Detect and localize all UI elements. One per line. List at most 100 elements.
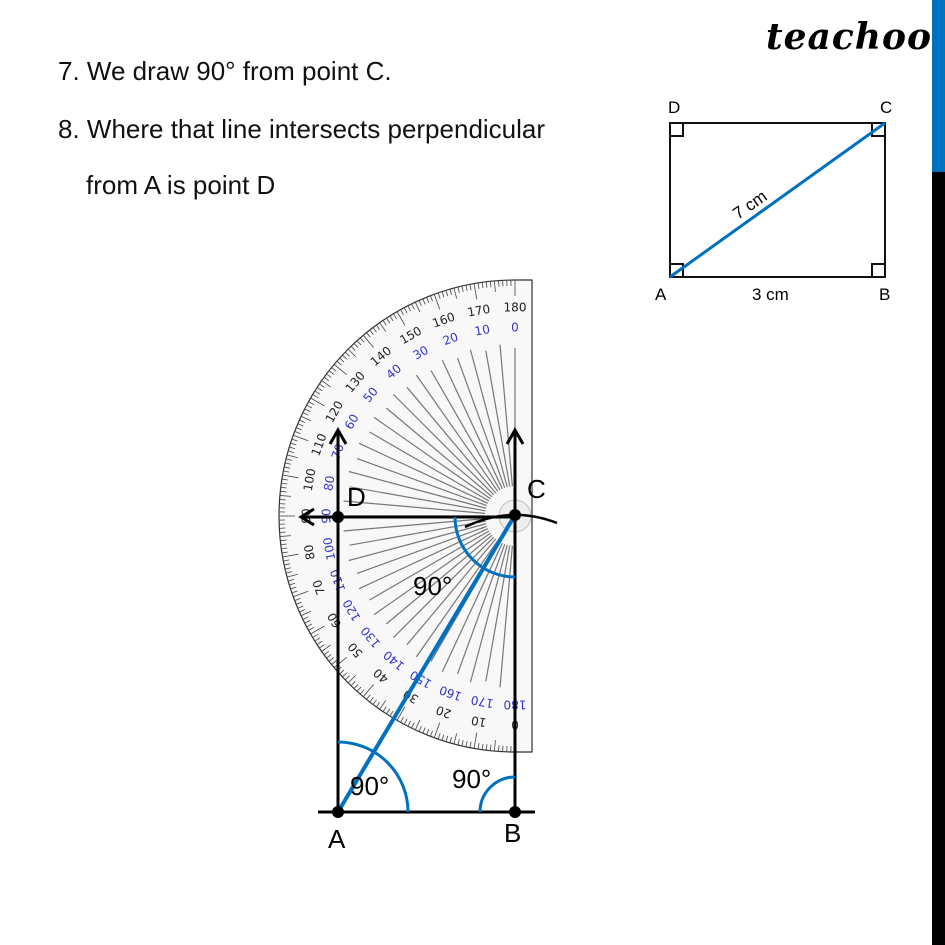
protractor-tick [299, 419, 306, 423]
protractor-ray [406, 386, 497, 494]
protractor-tick [437, 733, 441, 740]
protractor-tick [407, 305, 411, 312]
protractor-tick [342, 672, 348, 678]
protractor-ray [356, 525, 488, 575]
protractor-ray [456, 543, 506, 675]
protractor-tick [321, 380, 331, 388]
protractor-tick [342, 354, 348, 360]
sidebar-dark-bar [932, 172, 945, 945]
protractor-tick [280, 539, 287, 542]
protractor-tick [336, 360, 342, 366]
protractor-tick [389, 315, 394, 322]
protractor-tick [441, 734, 445, 741]
protractor-tick [359, 337, 365, 343]
protractor-ray [485, 350, 511, 487]
protractor-tick [347, 674, 357, 684]
outer-scale-label: 70 [310, 578, 328, 597]
protractor-tick [308, 401, 315, 405]
protractor-tick [286, 573, 298, 578]
protractor-ray [385, 534, 493, 625]
ref-label-d: D [668, 98, 680, 117]
protractor-tick [290, 442, 297, 446]
protractor-tick [304, 408, 311, 412]
protractor-tick [296, 601, 302, 605]
protractor-tick [372, 327, 377, 333]
outer-scale-label: 80 [301, 543, 317, 560]
protractor-tick [302, 616, 309, 620]
protractor-tick [339, 669, 345, 675]
protractor-tick [284, 462, 291, 465]
protractor-tick [356, 686, 362, 692]
protractor-tick [393, 313, 397, 320]
ref-label-b: B [879, 285, 890, 304]
reference-rectangle [669, 121, 886, 279]
protractor-tick [489, 281, 492, 288]
protractor-ray [430, 370, 501, 491]
protractor-tick [477, 743, 480, 750]
protractor-ray [415, 374, 499, 492]
protractor-tick [372, 699, 377, 705]
diagonal-ac [669, 121, 886, 279]
protractor-tick [362, 684, 374, 698]
protractor-tick [426, 729, 430, 735]
protractor-tick [449, 289, 452, 296]
protractor-tick [356, 340, 362, 346]
protractor-tick [414, 719, 421, 731]
protractor-tick [473, 732, 478, 749]
protractor-tick [333, 363, 347, 375]
protractor-ray [469, 544, 508, 683]
protractor-tick [359, 689, 365, 695]
outer-scale-label: 100 [301, 467, 319, 492]
protractor-tick [433, 294, 441, 310]
protractor-ray [456, 357, 506, 489]
outer-scale-label: 170 [466, 302, 491, 320]
protractor-tick [457, 739, 460, 746]
protractor-tick [331, 367, 337, 372]
protractor-tick [403, 718, 408, 725]
protractor-tick [386, 708, 391, 715]
protractor-ray [369, 530, 490, 601]
label-d: D [347, 482, 366, 512]
arrowhead-a [328, 426, 348, 445]
protractor-tick [319, 383, 325, 388]
angle-label-a: 90° [350, 771, 389, 801]
protractor-tick [414, 301, 421, 313]
protractor-tick [375, 324, 381, 331]
point-b [509, 806, 521, 818]
protractor-tick [485, 744, 488, 751]
protractor-tick [289, 582, 296, 586]
protractor-tick [293, 590, 309, 598]
protractor-tick [314, 390, 321, 395]
protractor-tick [282, 553, 299, 558]
inner-scale-label: 0 [511, 321, 519, 335]
arrowhead-b [505, 426, 525, 445]
protractor-tick [457, 286, 460, 293]
inner-scale-label: 30 [411, 343, 431, 363]
protractor-tick [288, 579, 295, 582]
protractor-tick [382, 320, 387, 326]
protractor-tick [281, 547, 288, 550]
ref-base-label: 3 cm [752, 285, 789, 304]
protractor-tick [299, 609, 306, 613]
inner-scale-label: 170 [470, 693, 495, 711]
angle-label-c: 90° [413, 571, 452, 601]
protractor-tick [494, 280, 496, 292]
protractor-ray [415, 540, 499, 658]
ref-label-a: A [655, 285, 667, 304]
protractor-tick [306, 404, 313, 409]
protractor-tick [282, 474, 299, 479]
protractor-tick [312, 634, 319, 638]
protractor-ray [499, 344, 513, 487]
protractor-ray [358, 442, 489, 504]
protractor-tick [403, 307, 408, 314]
point-c [509, 509, 521, 521]
outer-scale-label: 180 [504, 301, 527, 315]
angle-arc-c [453, 516, 516, 579]
step-8-continuation: from A is point D [86, 170, 276, 200]
protractor-tick [469, 284, 472, 291]
protractor-tick [279, 495, 291, 497]
outer-scale-label: 20 [434, 703, 453, 721]
inner-scale-label: 80 [321, 475, 337, 492]
protractor-tick [445, 735, 449, 742]
protractor-tick [344, 675, 350, 681]
